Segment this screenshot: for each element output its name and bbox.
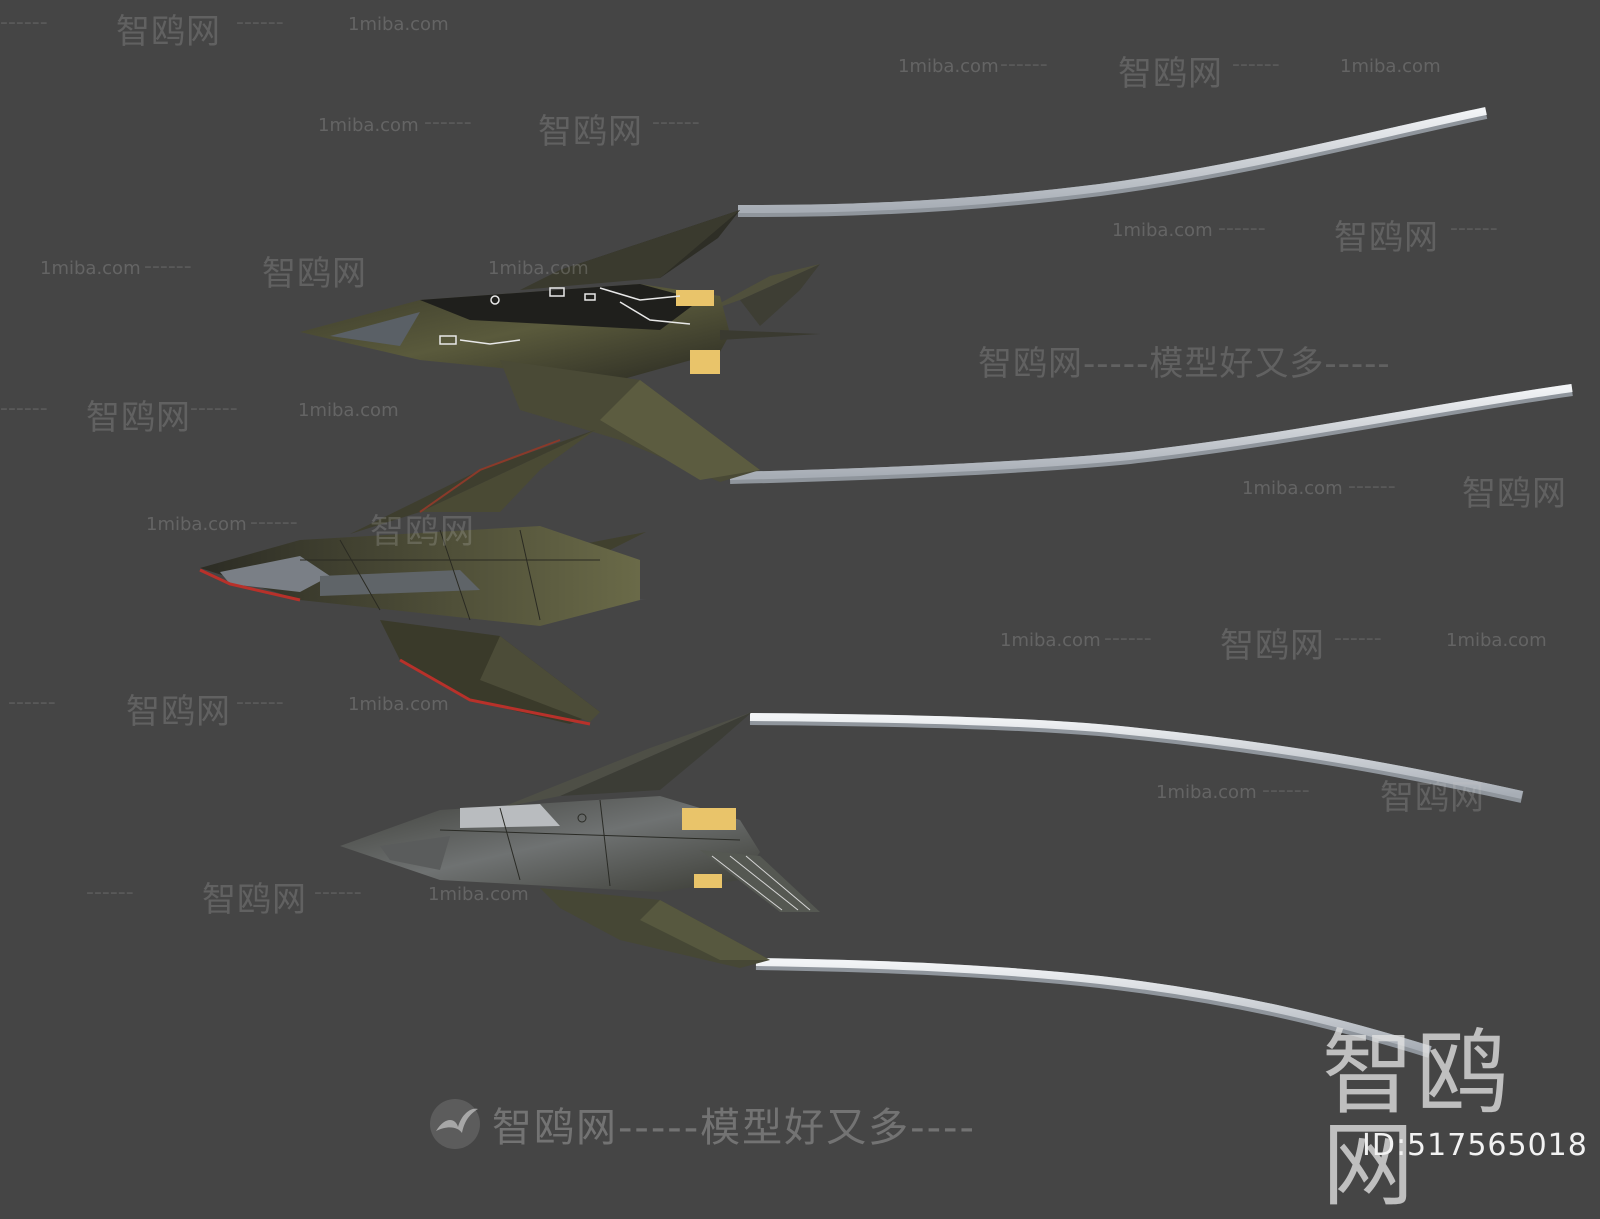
watermark-dash: ------ [314, 880, 362, 905]
contrail-3 [749, 713, 1524, 803]
watermark-brand: 智鸥网 [1462, 474, 1567, 514]
contrail-4 [755, 958, 1432, 1058]
bottom-slogan-text: 智鸥网-----模型好又多---- [492, 1105, 976, 1151]
watermark-url: 1miba.com [1156, 782, 1257, 803]
watermark-dash: ------ [190, 396, 238, 421]
watermark-url: 1miba.com [348, 694, 449, 715]
watermark-url: 1miba.com [298, 400, 399, 421]
watermark-dash: ------ [236, 690, 284, 715]
watermark-url: 1miba.com [318, 115, 419, 136]
watermark-url: 1miba.com [1446, 630, 1547, 651]
watermark-dash: ------ [0, 396, 48, 421]
watermark-slogan: 智鸥网-----模型好又多----- [978, 344, 1391, 384]
watermark-dash: ------ [652, 110, 700, 135]
watermark-url: 1miba.com [1112, 220, 1213, 241]
bottom-slogan-watermark: 智鸥网-----模型好又多---- [428, 1098, 976, 1151]
watermark-dash: ------ [1000, 52, 1048, 77]
watermark-dash: ------ [86, 880, 134, 905]
watermark-url: 1miba.com [428, 884, 529, 905]
watermark-brand: 智鸥网 [370, 512, 475, 552]
watermark-url: 1miba.com [146, 514, 247, 535]
contrail-2 [729, 384, 1573, 484]
watermark-dash: ------ [250, 510, 298, 535]
watermark-brand: 智鸥网 [126, 692, 231, 732]
watermark-url: 1miba.com [488, 258, 589, 279]
watermark-url: 1miba.com [1242, 478, 1343, 499]
watermark-brand: 智鸥网 [1220, 626, 1325, 666]
watermark-brand: 智鸥网 [1380, 778, 1485, 818]
watermark-dash: ------ [1262, 778, 1310, 803]
watermark-brand: 智鸥网 [1118, 54, 1223, 94]
stealth-jet-camo-middle-icon [199, 430, 646, 726]
watermark-dash: ------ [1348, 474, 1396, 499]
stealth-jet-grey-bottom-icon [340, 712, 820, 968]
contrail-1 [737, 107, 1488, 218]
watermark-url: 1miba.com [898, 56, 999, 77]
seagull-logo-icon [430, 1099, 480, 1149]
big-brand-watermark: 智鸥网 [1322, 1020, 1511, 1219]
watermark-url: 1miba.com [40, 258, 141, 279]
watermark-brand: 智鸥网 [262, 254, 367, 294]
watermark-dash: ------ [144, 254, 192, 279]
watermark-brand: 智鸥网 [116, 12, 221, 52]
watermark-url: 1miba.com [348, 14, 449, 35]
image-id-label: ID:517565018 [1362, 1128, 1588, 1163]
watermark-dash: ------ [236, 10, 284, 35]
watermark-brand: 智鸥网 [86, 398, 191, 438]
watermark-dash: ------ [424, 110, 472, 135]
watermark-dash: ------ [1104, 626, 1152, 651]
watermark-url: 1miba.com [1340, 56, 1441, 77]
stealth-jet-camo-top-icon [300, 210, 820, 482]
watermark-brand: 智鸥网 [538, 112, 643, 152]
watermark-brand: 智鸥网 [1334, 218, 1439, 258]
watermark-dash: ------ [0, 10, 48, 35]
watermark-dash: ------ [1232, 52, 1280, 77]
watermark-dash: ------ [1334, 626, 1382, 651]
watermark-dash: ------ [8, 690, 56, 715]
watermark-brand: 智鸥网 [202, 880, 307, 920]
watermark-dash: ------ [1450, 216, 1498, 241]
watermark-url: 1miba.com [1000, 630, 1101, 651]
watermark-dash: ------ [1218, 216, 1266, 241]
